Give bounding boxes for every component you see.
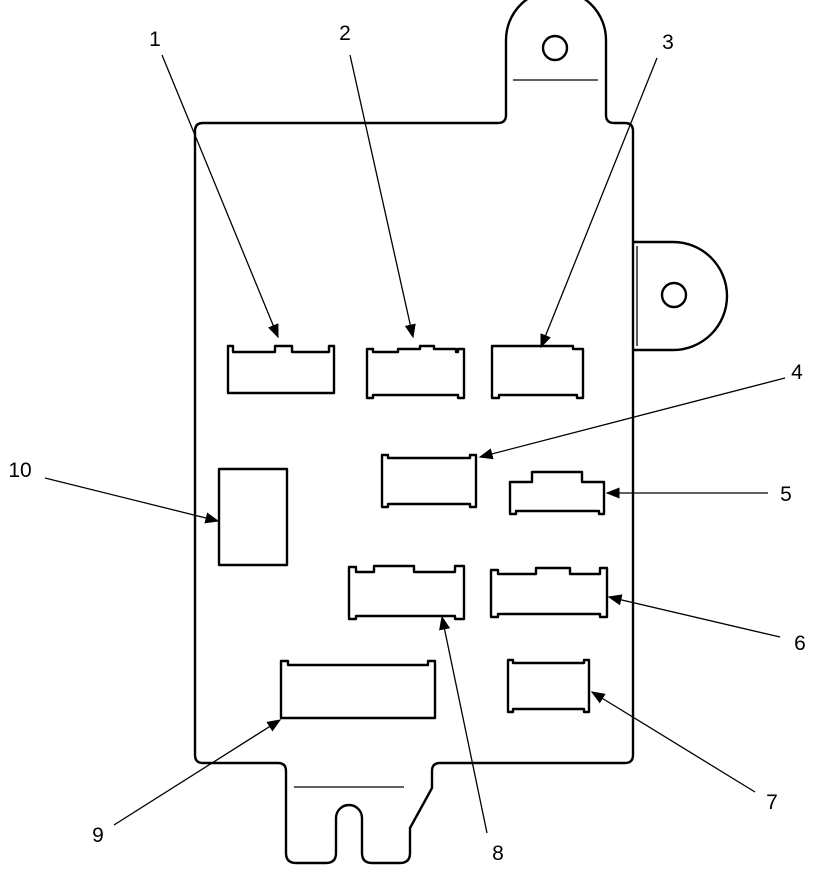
leader-8 bbox=[439, 615, 488, 834]
leader-4 bbox=[478, 377, 786, 460]
leader-7 bbox=[590, 691, 756, 793]
connector-3 bbox=[490, 344, 585, 400]
box-housing bbox=[193, 0, 635, 865]
top-mounting-hole bbox=[541, 34, 569, 62]
leader-2 bbox=[349, 54, 416, 339]
connector-10 bbox=[217, 467, 289, 567]
callout-label-6: 6 bbox=[794, 632, 806, 655]
connector-8 bbox=[347, 564, 466, 621]
callout-label-10: 10 bbox=[8, 459, 31, 482]
callout-label-7: 7 bbox=[766, 791, 778, 814]
leader-3 bbox=[540, 57, 658, 349]
leader-6 bbox=[607, 594, 781, 638]
connector-2 bbox=[365, 344, 466, 400]
connector-1 bbox=[226, 344, 336, 395]
right-mounting-hole bbox=[660, 281, 688, 309]
connector-5 bbox=[508, 470, 606, 516]
right-mounting-tab bbox=[631, 240, 729, 352]
callout-label-3: 3 bbox=[662, 31, 674, 54]
leader-10 bbox=[44, 477, 220, 524]
callout-label-5: 5 bbox=[780, 483, 792, 506]
callout-label-9: 9 bbox=[92, 824, 104, 847]
callout-label-2: 2 bbox=[339, 22, 351, 45]
callout-label-4: 4 bbox=[791, 361, 803, 384]
leader-9 bbox=[113, 719, 282, 826]
callout-label-8: 8 bbox=[492, 842, 504, 865]
connector-4 bbox=[380, 453, 478, 509]
callout-label-1: 1 bbox=[149, 28, 161, 51]
connector-6 bbox=[489, 566, 609, 619]
leader-1 bbox=[161, 54, 279, 339]
connector-7 bbox=[506, 658, 591, 714]
connector-9 bbox=[279, 659, 437, 720]
